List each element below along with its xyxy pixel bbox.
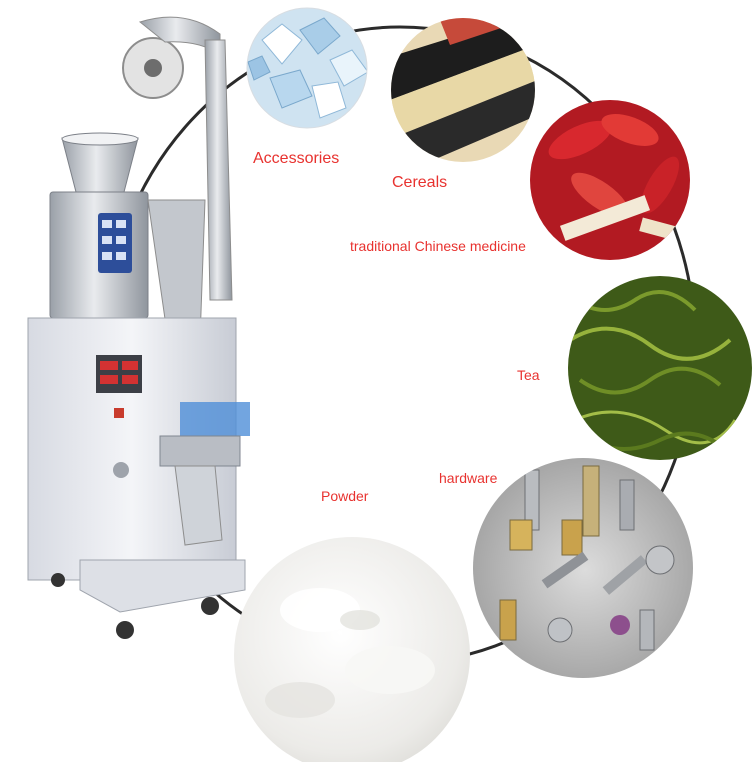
hardware-label: hardware: [439, 470, 498, 486]
accessories-photo: [246, 7, 368, 129]
accessories-label: Accessories: [253, 150, 340, 167]
powder-photo: [234, 537, 470, 762]
traditional-chinese-medicine-photo: [530, 100, 690, 260]
cereals-label: Cereals: [392, 174, 448, 191]
hardware-photo: [473, 458, 693, 678]
traditional-chinese-medicine-label: traditional Chinese medicine: [350, 238, 526, 254]
tea-photo: [568, 276, 752, 460]
packaging-machine: [27, 16, 250, 639]
powder-label: Powder: [321, 488, 369, 504]
cereals-photo: [391, 18, 535, 162]
tea-label: Tea: [517, 367, 540, 383]
